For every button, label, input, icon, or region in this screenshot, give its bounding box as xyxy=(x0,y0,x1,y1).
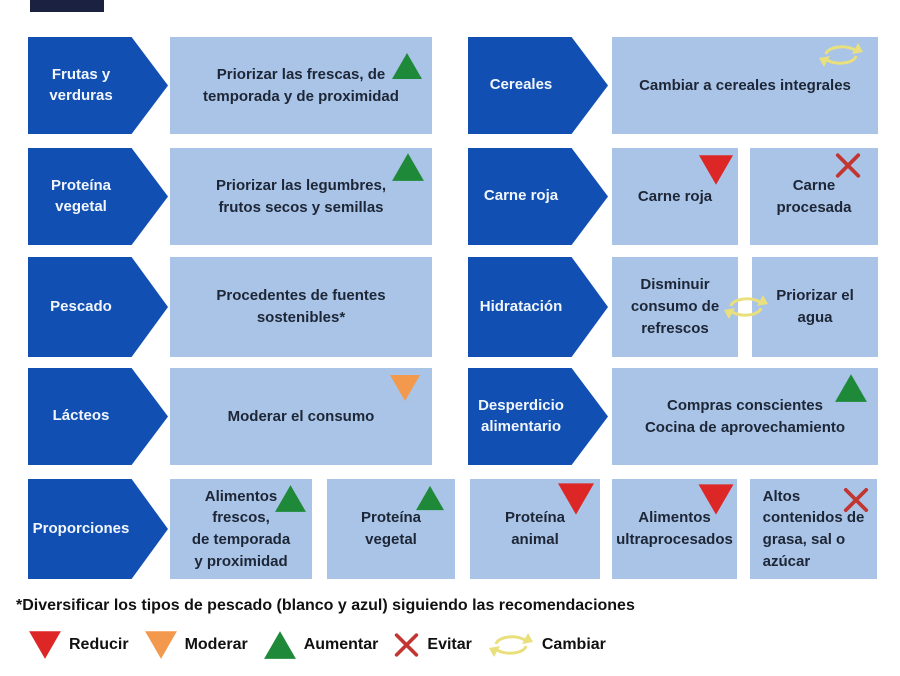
legend-label-moderar: Moderar xyxy=(184,636,248,653)
category-arrow-cereales: Cereales xyxy=(468,37,608,134)
recommendation-text-lacteos: Moderar el consumo xyxy=(227,407,375,425)
legend-label-reducir: Reducir xyxy=(69,636,129,653)
triangle-down-icon xyxy=(699,155,733,185)
category-arrow-proporciones: Proporciones xyxy=(28,479,168,579)
triangle-down-icon xyxy=(144,631,177,659)
recommendation-box-frutas-verduras: Priorizar las frescas, de temporada y de… xyxy=(170,37,432,134)
legend-label-aumentar: Aumentar xyxy=(303,636,379,653)
footnote: *Diversificar los tipos de pescado (blan… xyxy=(16,597,635,614)
cycle-icon xyxy=(724,295,768,319)
legend-item-evitar: Evitar xyxy=(393,632,472,658)
x-icon xyxy=(843,487,869,513)
category-label-desperdicio: Desperdicio alimentario xyxy=(478,397,564,435)
category-arrow-proteina-vegetal: Proteína vegetal xyxy=(28,148,168,245)
recommendation-text-pescado: Procedentes de fuentes sostenibles* xyxy=(216,287,386,326)
proportion-box-ultraprocesados: Alimentos ultraprocesados xyxy=(612,479,737,579)
recommendation-box-agua: Priorizar el agua xyxy=(752,257,878,357)
recommendation-text-desperdicio: Compras conscientes Cocina de aprovecham… xyxy=(644,396,846,436)
triangle-up-icon xyxy=(416,485,444,511)
proportion-text-grasa-sal-azucar: Altos contenidos de grasa, sal o azúcar xyxy=(762,487,865,570)
category-label-pescado: Pescado xyxy=(50,297,112,315)
category-label-cereales: Cereales xyxy=(489,76,553,94)
recommendation-box-pescado: Procedentes de fuentes sostenibles* xyxy=(170,257,432,357)
category-arrow-hidratacion: Hidratación xyxy=(468,257,608,357)
category-label-frutas-verduras: Frutas y verduras xyxy=(49,66,113,104)
recommendation-text-proteina-vegetal: Priorizar las legumbres, frutos secos y … xyxy=(215,176,387,216)
recommendation-text-refrescos: Disminuir consumo de refrescos xyxy=(630,276,720,337)
category-label-proporciones: Proporciones xyxy=(32,519,130,537)
triangle-up-icon xyxy=(392,53,422,79)
recommendation-box-lacteos: Moderar el consumo xyxy=(170,368,432,465)
category-label-proteina-vegetal: Proteína vegetal xyxy=(50,177,111,215)
category-arrow-lacteos: Lácteos xyxy=(28,368,168,465)
category-arrow-desperdicio: Desperdicio alimentario xyxy=(468,368,608,465)
recommendation-text-cereales: Cambiar a cereales integrales xyxy=(639,76,851,94)
category-arrow-pescado: Pescado xyxy=(28,257,168,357)
triangle-up-icon xyxy=(263,631,296,659)
recommendation-box-carne-procesada: Carne procesada xyxy=(750,148,878,245)
triangle-down-icon xyxy=(698,484,734,515)
triangle-down-icon xyxy=(29,631,61,659)
recommendation-box-carne-roja: Carne roja xyxy=(612,148,738,245)
triangle-down-icon xyxy=(558,483,594,515)
legend-item-aumentar: Aumentar xyxy=(263,628,379,662)
proportion-box-alimentos-frescos: Alimentos frescos, de temporada y proxim… xyxy=(170,479,312,579)
category-label-carne-roja: Carne roja xyxy=(483,187,559,205)
proportion-text-alimentos-frescos: Alimentos frescos, de temporada y proxim… xyxy=(191,487,291,570)
recommendation-box-cereales: Cambiar a cereales integrales xyxy=(612,37,878,134)
legend: Reducir Moderar Aumentar Evitar Cambiar xyxy=(28,626,606,664)
recommendation-text-agua: Priorizar el agua xyxy=(776,287,854,326)
legend-item-reducir: Reducir xyxy=(28,626,129,664)
recommendation-box-proteina-vegetal: Priorizar las legumbres, frutos secos y … xyxy=(170,148,432,245)
proportion-box-proteina-animal: Proteína animal xyxy=(470,479,600,579)
cycle-icon xyxy=(488,633,533,657)
category-label-lacteos: Lácteos xyxy=(52,407,110,425)
cycle-icon xyxy=(819,43,863,67)
proportion-text-proteina-animal: Proteína animal xyxy=(504,509,565,548)
legend-label-cambiar: Cambiar xyxy=(541,636,606,653)
proportion-text-ultraprocesados: Alimentos ultraprocesados xyxy=(616,509,733,548)
proportion-box-grasa-sal-azucar: Altos contenidos de grasa, sal o azúcar xyxy=(750,479,877,579)
recommendation-box-desperdicio: Compras conscientes Cocina de aprovecham… xyxy=(612,368,878,465)
category-arrow-frutas-verduras: Frutas y verduras xyxy=(28,37,168,134)
proportion-text-proteina-vegetal: Proteína vegetal xyxy=(360,509,421,548)
x-icon xyxy=(395,633,419,657)
proportion-box-proteina-vegetal: Proteína vegetal xyxy=(327,479,455,579)
recommendation-text-frutas-verduras: Priorizar las frescas, de temporada y de… xyxy=(203,65,399,105)
legend-label-evitar: Evitar xyxy=(427,636,472,653)
category-label-hidratacion: Hidratación xyxy=(479,297,563,315)
category-arrow-carne-roja: Carne roja xyxy=(468,148,608,245)
recommendation-text-carne-procesada: Carne procesada xyxy=(776,176,852,216)
triangle-up-icon xyxy=(392,153,424,181)
triangle-up-icon xyxy=(835,374,867,402)
triangle-up-icon xyxy=(275,485,306,512)
legend-item-moderar: Moderar xyxy=(144,626,248,664)
legend-item-cambiar: Cambiar xyxy=(487,630,606,660)
recommendation-box-refrescos: Disminuir consumo de refrescos xyxy=(612,257,738,357)
recommendation-text-carne-roja: Carne roja xyxy=(637,187,713,205)
triangle-down-icon xyxy=(390,375,420,401)
x-icon xyxy=(835,153,861,178)
corner-artifact xyxy=(30,0,104,12)
